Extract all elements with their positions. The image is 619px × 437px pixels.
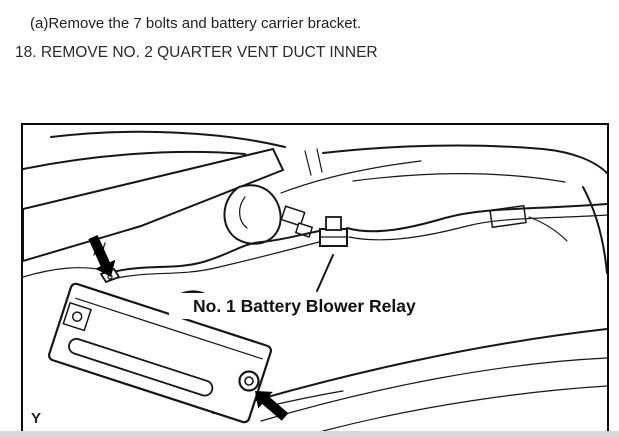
bolt-arrow-bottom-icon xyxy=(255,391,289,421)
car-body-lines xyxy=(23,130,607,431)
relay-callout-label: No. 1 Battery Blower Relay xyxy=(193,296,416,316)
mount-bolt-bottom xyxy=(238,370,260,392)
wiring-harness xyxy=(112,203,607,279)
technical-illustration: No. 1 Battery Blower Relay Y xyxy=(23,130,607,431)
bracket-tab-hole xyxy=(71,311,83,322)
bolt-arrow-left-icon xyxy=(88,235,116,277)
step-18-heading: 18. REMOVE NO. 2 QUARTER VENT DUCT INNER xyxy=(15,44,378,61)
harness-grommet xyxy=(223,184,282,245)
callout-leader-line xyxy=(316,254,334,292)
page-bottom-strip xyxy=(0,431,619,437)
relay-connector xyxy=(319,216,348,247)
callout-label-backing xyxy=(169,293,521,319)
figure-corner-label: Y xyxy=(31,410,41,427)
brace-band xyxy=(23,147,285,263)
instruction-substep-a: (a)Remove the 7 bolts and battery carrie… xyxy=(30,15,361,32)
battery-carrier-bracket xyxy=(47,282,273,424)
instruction-text-block: (a)Remove the 7 bolts and battery carrie… xyxy=(0,0,619,63)
figure-box: No. 1 Battery Blower Relay Y xyxy=(21,123,609,433)
